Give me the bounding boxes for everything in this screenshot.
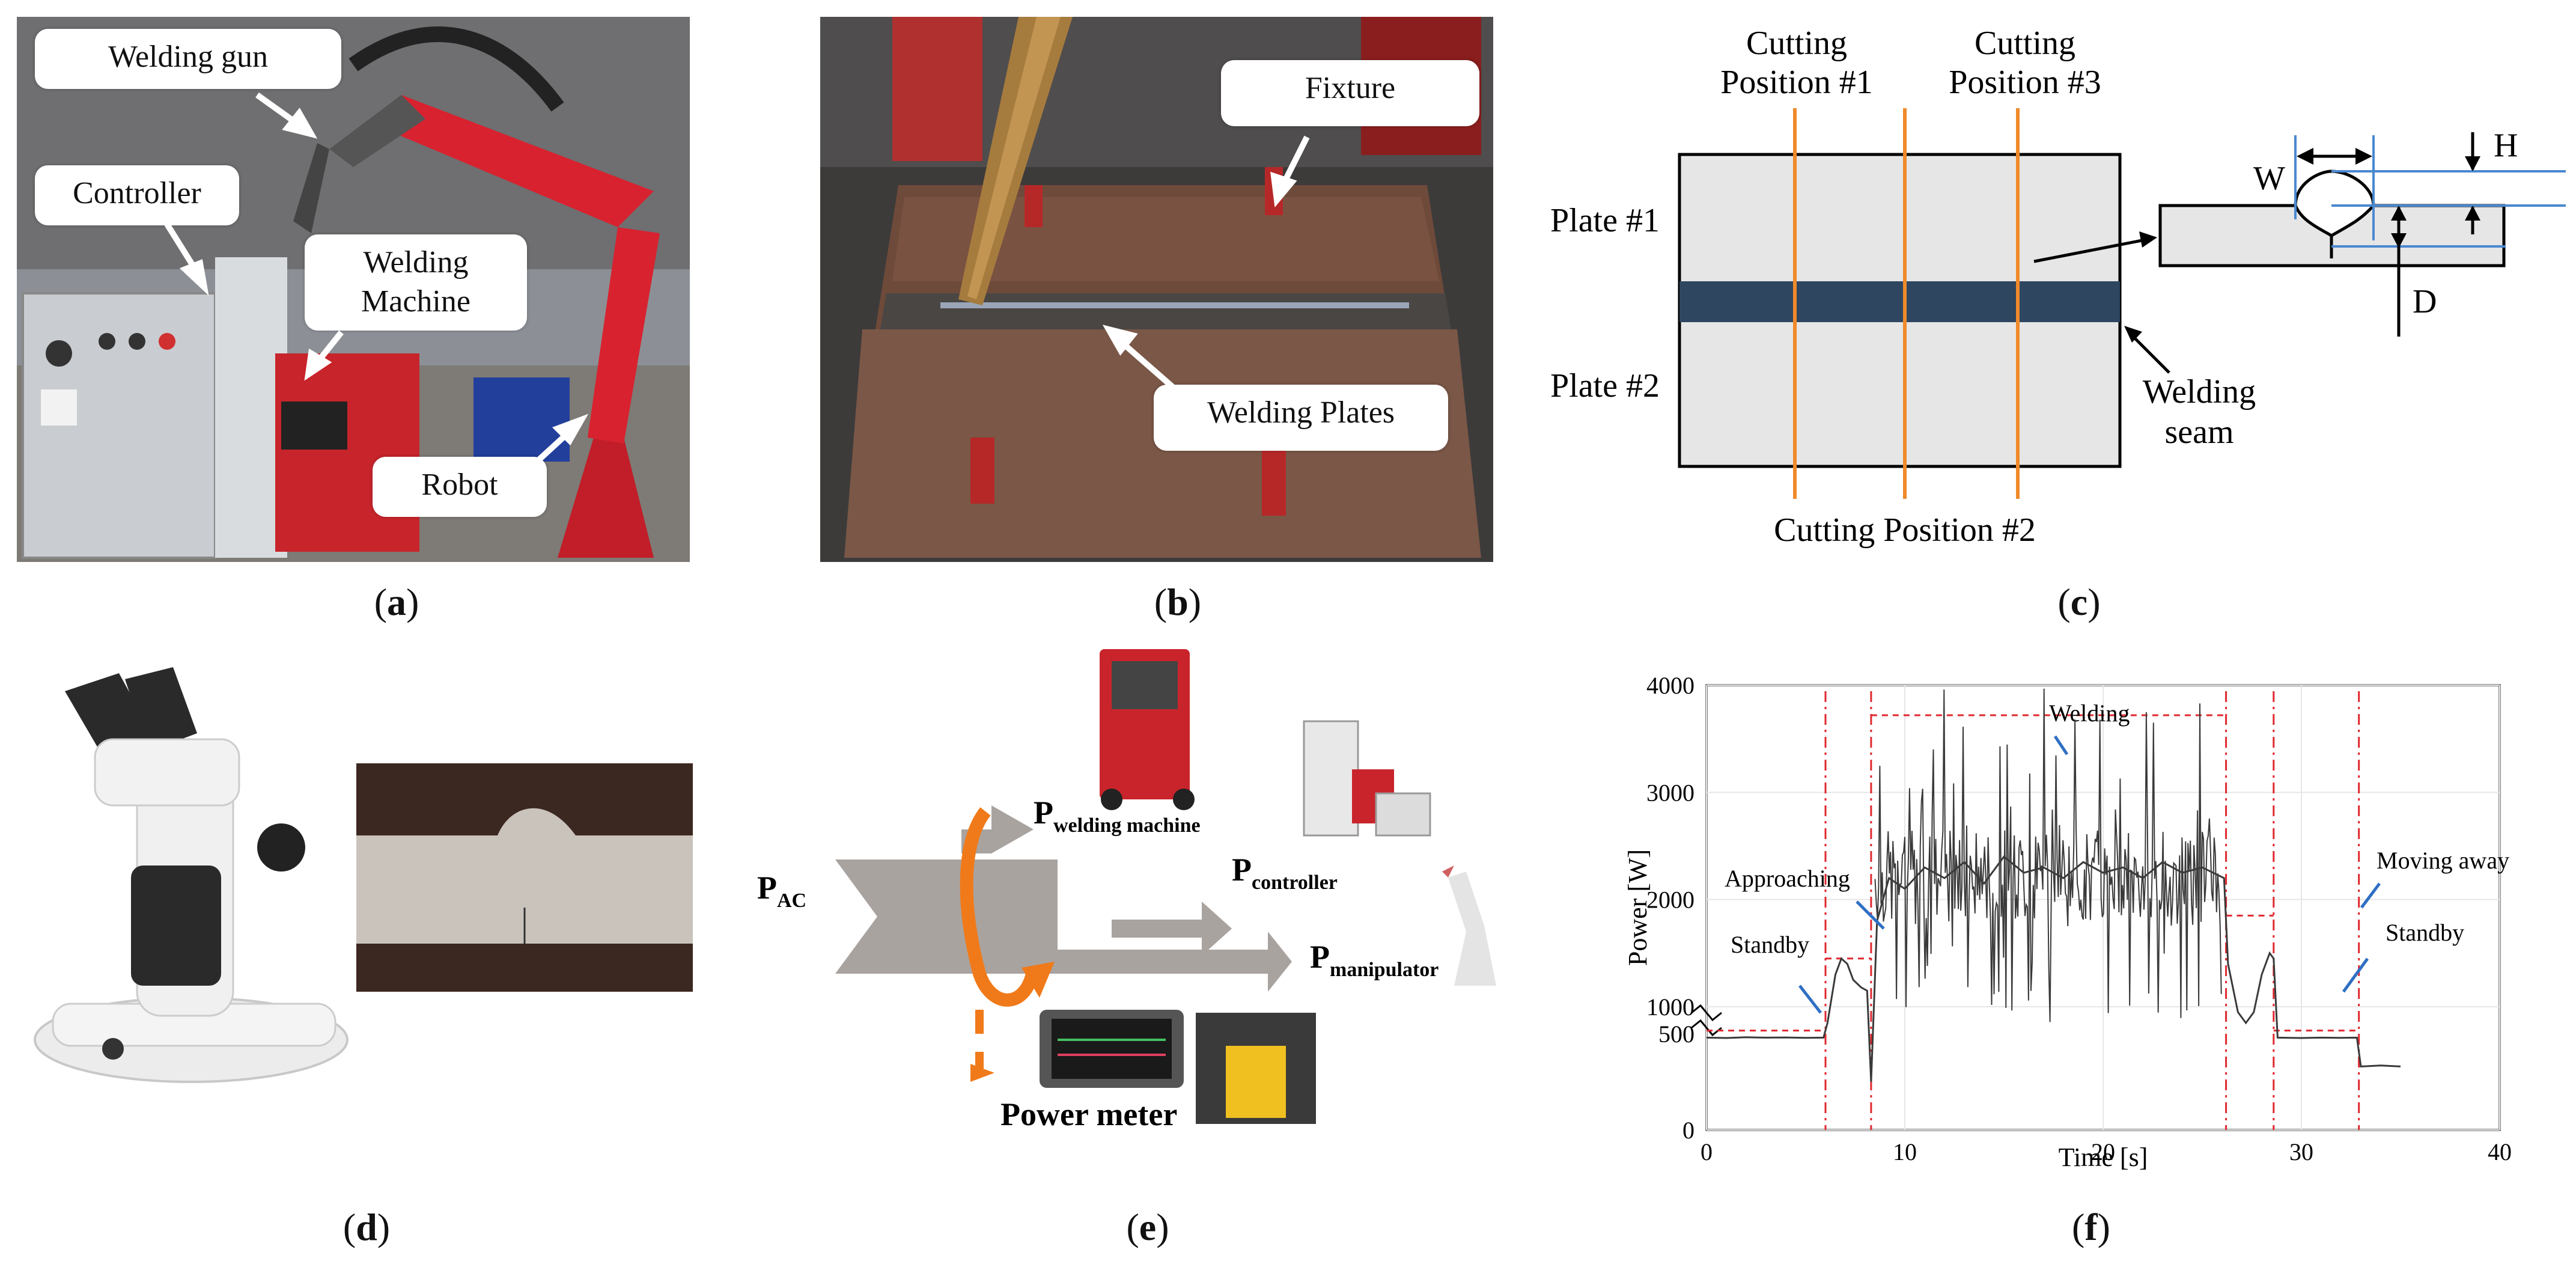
- x-tick-label: 0: [1701, 1138, 1713, 1165]
- microscope-panel: [34, 667, 693, 1083]
- x-tick-label: 10: [1893, 1138, 1917, 1165]
- welding-seam-label: Welding: [2143, 373, 2256, 411]
- x-tick-label: 40: [2488, 1138, 2512, 1165]
- annotation-arrow: [2342, 957, 2369, 993]
- cutting-position-2-label: Cutting Position #2: [1774, 511, 2036, 549]
- plate-1-label: Plate #1: [1550, 202, 1660, 239]
- cutting-position-1-label-line2: Position #1: [1720, 64, 1873, 101]
- chart-annotation: Welding: [2049, 700, 2130, 727]
- label-p-ac: PAC: [757, 870, 806, 912]
- annotation-arrow: [2360, 882, 2381, 909]
- label-welding-gun: Welding gun: [35, 29, 341, 89]
- label-p-manipulator: Pmanipulator: [1310, 939, 1439, 981]
- dimension-w: W: [2253, 160, 2285, 197]
- label-welding-plates: Welding Plates: [1154, 385, 1448, 451]
- chart-annotation: Moving away: [2377, 847, 2509, 874]
- y-tick-label: 1000: [1646, 994, 1694, 1021]
- measurement-loop: [960, 807, 1040, 1007]
- chart-annotation: Approaching: [1725, 865, 1850, 892]
- annotation-arrow: [1798, 985, 1822, 1014]
- panel-b-arrows: [1102, 135, 1310, 407]
- annotation-arrow: [1856, 900, 1885, 930]
- chart-ylabel: Power [W]: [1623, 849, 1652, 966]
- y-tick-label: 0: [1682, 1117, 1694, 1144]
- caption-f: (f): [2072, 1206, 2110, 1248]
- flow-arrow-main: [835, 859, 1292, 992]
- label-p-welding-machine: Pwelding machine: [1034, 795, 1201, 837]
- plate-2-label: Plate #2: [1550, 367, 1660, 404]
- caption-b: (b): [1154, 581, 1202, 623]
- cutting-position-3-label: Cutting: [1975, 25, 2075, 62]
- label-welding-machine: Welding Machine: [305, 234, 527, 331]
- power-series-line: [1706, 855, 2401, 1082]
- label-fixture: Fixture: [1221, 60, 1479, 126]
- label-controller: Controller: [35, 165, 239, 225]
- chart-annotation: Standby: [1731, 931, 1809, 958]
- welding-seam-label-line2: seam: [2164, 414, 2233, 451]
- label-power-meter: Power meter: [1000, 1096, 1177, 1132]
- cutting-diagram: Cutting Position #1 Cutting Position #3 …: [1550, 25, 2566, 549]
- y-tick-label: 3000: [1646, 779, 1694, 806]
- y-tick-label: 4000: [1646, 672, 1694, 699]
- welding-seam-band: [1679, 281, 2120, 322]
- welding-noise-trace: [1874, 688, 2222, 1022]
- x-tick-label: 20: [2091, 1138, 2115, 1165]
- caption-d: (d): [343, 1206, 391, 1248]
- caption-a: (a): [374, 581, 419, 623]
- y-tick-label: 2000: [1646, 887, 1694, 914]
- annotation-arrow: [2053, 735, 2069, 756]
- caption-c: (c): [2057, 581, 2101, 623]
- axis-break-marker: [1691, 1004, 1722, 1037]
- caption-e: (e): [1126, 1206, 1169, 1248]
- cutting-position-3-label-line2: Position #3: [1949, 64, 2101, 101]
- dimension-h: H: [2494, 127, 2518, 164]
- label-p-controller: Pcontroller: [1232, 852, 1338, 894]
- label-robot: Robot: [373, 457, 547, 517]
- power-flow-diagram: PAC Pwelding machine Pcontroller Pmanipu…: [757, 649, 1496, 1132]
- chart-annotation: Standby: [2386, 919, 2464, 946]
- flow-arrow-controller: [1112, 902, 1232, 956]
- chart-xlabel: Time [s]: [2059, 1143, 2148, 1172]
- x-tick-label: 30: [2289, 1138, 2313, 1165]
- cutting-position-1-label: Cutting: [1746, 25, 1847, 62]
- y-tick-label: 500: [1658, 1021, 1694, 1048]
- flow-arrow-welding-machine: [961, 805, 1034, 853]
- panel-a-arrows: [164, 92, 589, 467]
- dimension-d: D: [2413, 283, 2437, 320]
